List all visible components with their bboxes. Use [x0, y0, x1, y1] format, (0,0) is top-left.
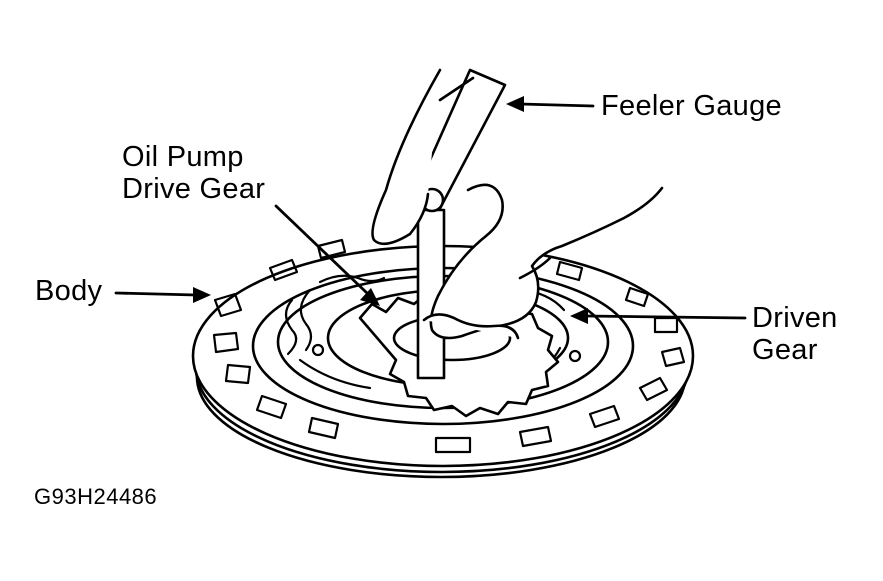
driven-gear-label: Driven Gear: [752, 304, 838, 365]
driven-gear-arrowhead: [570, 308, 588, 324]
body-arrowhead: [193, 287, 211, 303]
driven-gear-text-line2: Gear: [752, 334, 818, 366]
feeler-gauge-text: Feeler Gauge: [601, 90, 782, 122]
oil-pump-drive-gear-text-line1: Oil Pump: [122, 141, 244, 173]
oil-pump-drive-gear-label: Oil Pump Drive Gear: [122, 143, 265, 204]
oil-pump-drive-gear-text-line2: Drive Gear: [122, 173, 266, 205]
figure-code: G93H24486: [34, 486, 157, 508]
feeler-gauge-leader: [518, 102, 595, 108]
feeler-gauge-drawing: [371, 68, 664, 380]
body-text: Body: [35, 275, 103, 307]
driven-gear-leader: [584, 314, 747, 320]
feeler-gauge-arrowhead: [506, 96, 524, 112]
rim-slots: [212, 238, 686, 454]
drive-gear-leader: [274, 204, 370, 296]
figure-code-text: G93H24486: [34, 484, 158, 509]
drive-gear-arrowhead: [360, 288, 380, 306]
body-leader: [114, 291, 198, 297]
body-label: Body: [35, 277, 102, 306]
driven-gear-text-line1: Driven: [752, 302, 838, 334]
feeler-gauge-label: Feeler Gauge: [601, 92, 782, 121]
leader-lines: [114, 96, 747, 324]
